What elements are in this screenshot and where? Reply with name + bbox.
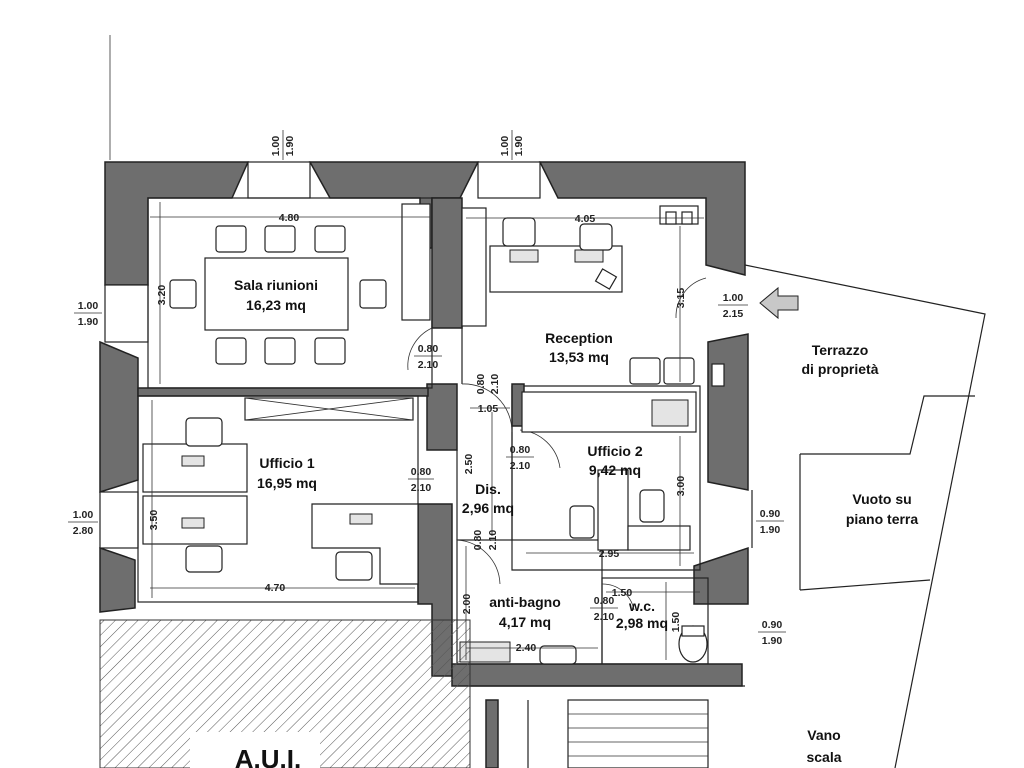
room-name-ufficio1: Ufficio 1 [259,455,314,471]
win-top-left-h: 1.90 [284,136,296,157]
room-area-ufficio1: 16,95 mq [257,475,317,491]
aui-area [99,619,471,768]
room-name-ufficio2: Ufficio 2 [587,443,642,459]
win-top-mid-w: 1.00 [499,136,511,157]
dim-dis-width: 1.05 [478,403,499,415]
room-area-dis: 2,96 mq [462,500,514,516]
void-label-line2: piano terra [846,511,919,527]
door-sala-h: 2.10 [418,359,439,371]
dim-antibagno-height: 2.00 [461,594,473,615]
win-right-uff2-h: 1.90 [760,524,781,536]
win-top-mid-h: 1.90 [513,136,525,157]
door-uff2-w: 0.80 [510,444,531,456]
room-area-wc: 2,98 mq [616,615,668,631]
outer-walls [99,161,749,677]
room-name-sala-riunioni: Sala riunioni [234,277,318,293]
dim-reception-width: 4.05 [575,213,596,225]
interior-walls [137,197,745,687]
door-wc-w: 0.80 [594,595,615,607]
stair-label-line2: scala [806,749,841,765]
dim-sala-width: 4.80 [279,212,300,224]
dim-ufficio1-height: 3.50 [148,510,160,531]
furniture [142,203,725,665]
dimension-lines [150,202,704,660]
door-reception-w: 0.80 [475,374,487,395]
meeting-table [204,257,349,331]
room-area-sala-riunioni: 16,23 mq [246,297,306,313]
room-name-anti-bagno: anti-bagno [489,594,561,610]
win-left-sala-w: 1.00 [78,300,99,312]
win-right-wc-h: 1.90 [762,635,783,647]
door-wc-h: 2.10 [594,611,615,623]
dimension-texts: 4.80 4.05 3.20 3.15 4.70 3.50 1.05 2.50 … [148,212,687,654]
entrance-arrow-icon [759,286,799,320]
dim-wc-width: 1.50 [612,587,633,599]
door-antibagno-h: 2.10 [487,530,499,551]
terrace-outline [744,264,986,768]
win-left-sala-h: 1.90 [78,316,99,328]
dim-sala-height: 3.20 [156,285,168,306]
dim-ufficio2-height: 3.00 [675,476,687,497]
terrace-label-line1: Terrazzo [812,342,869,358]
door-uff2-h: 2.10 [510,460,531,472]
entrance-h: 2.15 [723,308,744,320]
dim-reception-height: 3.15 [675,288,687,309]
room-area-reception: 13,53 mq [549,349,609,365]
win-left-uff1-h: 2.80 [73,525,94,537]
win-top-left-w: 1.00 [270,136,282,157]
door-uff1-w: 0.80 [411,466,432,478]
door-reception-h: 2.10 [489,374,501,395]
stair-label-line1: Vano [807,727,840,743]
win-right-wc-w: 0.90 [762,619,783,631]
win-left-uff1-w: 1.00 [73,509,94,521]
room-name-reception: Reception [545,330,613,346]
win-right-uff2-w: 0.90 [760,508,781,520]
dim-ufficio1-width: 4.70 [265,582,286,594]
door-swings [407,277,707,611]
door-sala-w: 0.80 [418,343,439,355]
dim-ufficio2-width: 2.95 [599,548,620,560]
room-name-wc: w.c. [628,598,655,614]
dim-dis-height: 2.50 [463,454,475,475]
room-labels: Sala riunioni 16,23 mq Reception 13,53 m… [234,277,918,768]
door-antibagno-w: 0.80 [472,530,484,551]
room-name-dis: Dis. [475,481,501,497]
room-area-anti-bagno: 4,17 mq [499,614,551,630]
dim-antibagno-width: 2.40 [516,642,537,654]
stairs [485,699,709,768]
void-label-line1: Vuoto su [852,491,911,507]
room-area-ufficio2: 9,42 mq [589,462,641,478]
opening-texts: 1.00 1.90 1.00 1.90 1.00 1.90 1.00 2.80 … [68,130,786,647]
terrace-label-line2: di proprietà [801,361,878,377]
dim-wc-height: 1.50 [670,612,682,633]
door-uff1-h: 2.10 [411,482,432,494]
entrance-w: 1.00 [723,292,744,304]
aui-label: A.U.I. [235,744,301,768]
